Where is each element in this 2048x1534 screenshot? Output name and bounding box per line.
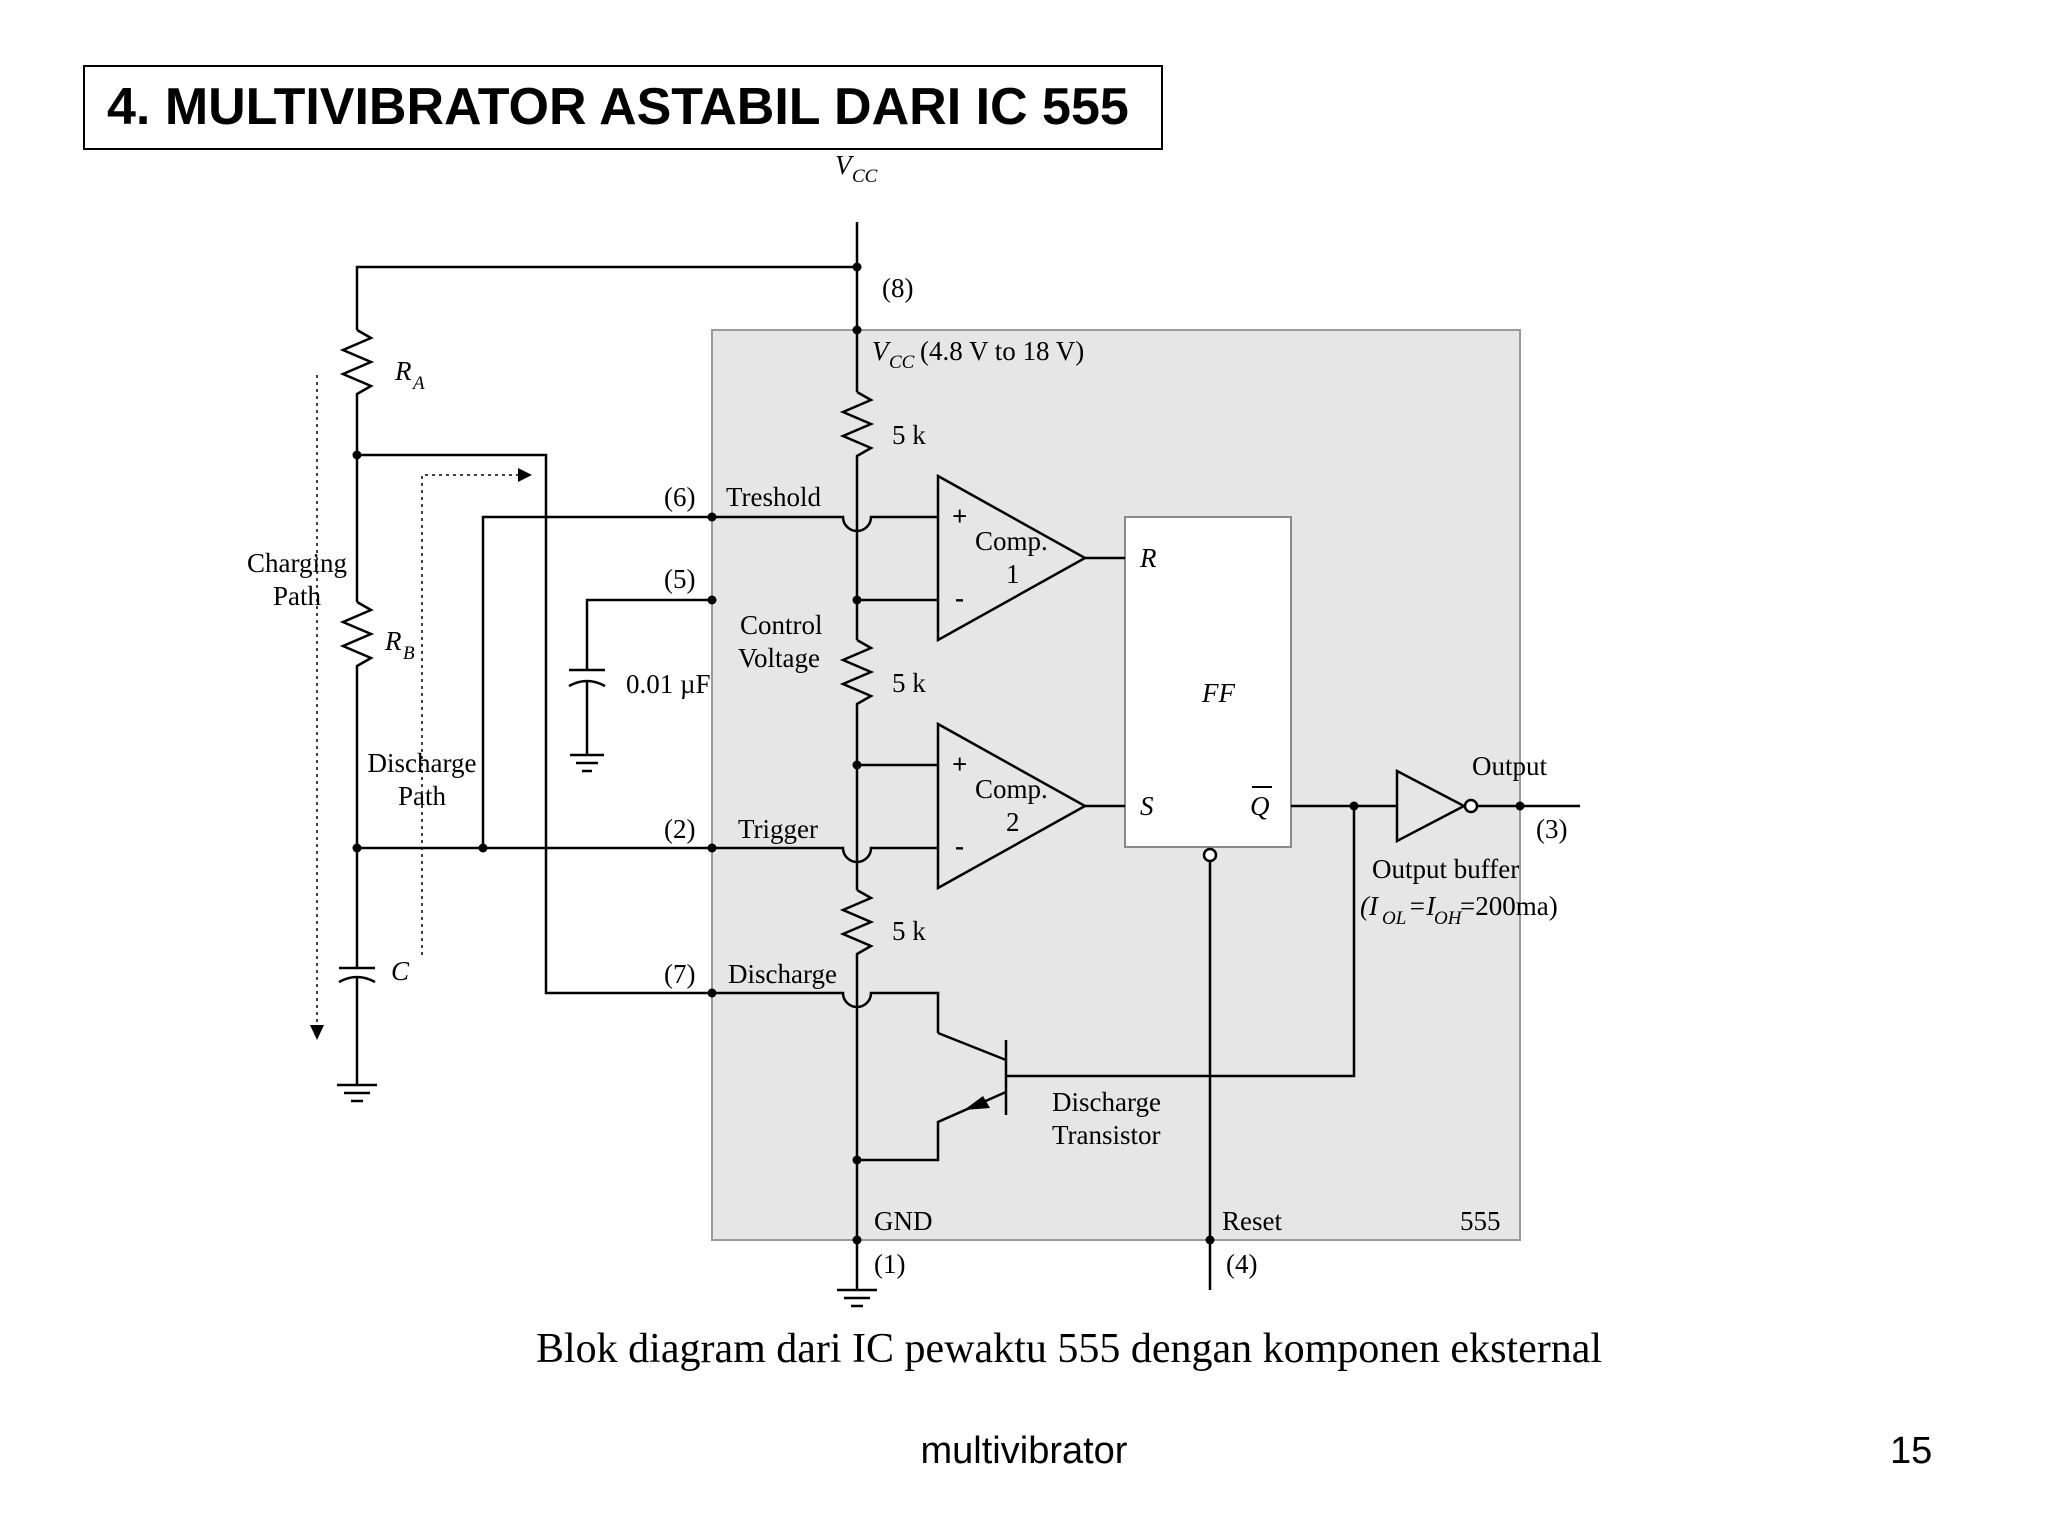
comparator-1 — [936, 473, 1088, 643]
ff-q-bar-label: Q — [1250, 791, 1270, 821]
charging-path-label-2: Path — [273, 581, 322, 611]
vcc-top-label: V — [835, 150, 855, 180]
output-buffer-label: Output buffer — [1372, 854, 1519, 884]
ic-555-body — [711, 329, 1521, 1241]
divider-r2-label: 5 k — [892, 668, 926, 698]
pin-6-label: (6) — [664, 482, 695, 512]
rb-sub: B — [403, 643, 415, 664]
pin-1-label: (1) — [874, 1249, 905, 1279]
discharge-path-label-2: Path — [398, 781, 447, 811]
flip-flop-block — [1124, 516, 1292, 848]
page-number: 15 — [1890, 1430, 1933, 1472]
pin-5-label: (5) — [664, 564, 695, 594]
buffer-spec-open: (I — [1360, 891, 1380, 921]
comp2-label-b: 2 — [1006, 807, 1020, 837]
discharge-transistor-label-1: Discharge — [1052, 1087, 1161, 1117]
comp1-plus: + — [952, 501, 967, 531]
comp2-minus: - — [955, 831, 964, 861]
trigger-label: Trigger — [738, 814, 818, 844]
output-label: Output — [1472, 751, 1548, 781]
c-label: C — [391, 956, 410, 986]
rb-resistor — [339, 600, 375, 958]
treshold-label: Treshold — [726, 482, 822, 512]
vcc-inner-sub: CC — [889, 352, 915, 373]
pin-4-label: (4) — [1226, 1249, 1257, 1279]
control-label-1: Control — [740, 610, 823, 640]
charging-path-label-1: Charging — [247, 548, 347, 578]
output-buffer — [1395, 768, 1467, 844]
slide-title: 4. MULTIVIBRATOR ASTABIL DARI IC 555 — [83, 65, 1163, 150]
vcc-top-sub: CC — [852, 166, 878, 187]
buffer-spec-ol: OL — [1382, 908, 1406, 929]
ra-label: R — [394, 356, 412, 386]
discharge-pin-label: Discharge — [728, 959, 837, 989]
ff-label: FF — [1201, 678, 1235, 708]
pin-2-label: (2) — [664, 814, 695, 844]
buffer-spec-value: =200ma) — [1460, 891, 1558, 921]
comparator-2 — [936, 721, 1088, 891]
gnd-label: GND — [874, 1206, 933, 1236]
rb-label: R — [384, 626, 402, 656]
slide-footer: multivibrator — [920, 1430, 1128, 1472]
ra-resistor — [339, 328, 375, 602]
vcc-inner-label: V — [872, 336, 892, 366]
discharge-transistor-label-2: Transistor — [1052, 1120, 1161, 1150]
buffer-spec-oh: OH — [1434, 908, 1463, 929]
buffer-spec-eq: =I — [1408, 891, 1437, 921]
control-label-2: Voltage — [738, 643, 820, 673]
ff-r-label: R — [1139, 543, 1157, 573]
ff-s-label: S — [1140, 791, 1154, 821]
pin-8-label: (8) — [882, 273, 913, 303]
figure-caption: Blok diagram dari IC pewaktu 555 dengan … — [535, 1326, 1603, 1372]
reset-label: Reset — [1222, 1206, 1282, 1236]
comp1-label-a: Comp. — [975, 526, 1048, 556]
comp2-plus: + — [952, 749, 967, 779]
comp1-label-b: 1 — [1006, 559, 1020, 589]
timing-capacitor — [338, 958, 376, 1085]
pin-7-label: (7) — [664, 959, 695, 989]
divider-r3-label: 5 k — [892, 916, 926, 946]
pin-3-label: (3) — [1536, 814, 1567, 844]
comp2-label-a: Comp. — [975, 774, 1048, 804]
control-cap-value: 0.01 µF — [626, 669, 711, 699]
ra-sub: A — [411, 373, 425, 394]
comp1-minus: - — [955, 583, 964, 613]
vcc-range-label: (4.8 V to 18 V) — [920, 336, 1084, 366]
discharge-path-label-1: Discharge — [368, 748, 477, 778]
chip-label-555: 555 — [1460, 1206, 1501, 1236]
divider-r1-label: 5 k — [892, 420, 926, 450]
discharge-path-arrow — [421, 474, 518, 955]
